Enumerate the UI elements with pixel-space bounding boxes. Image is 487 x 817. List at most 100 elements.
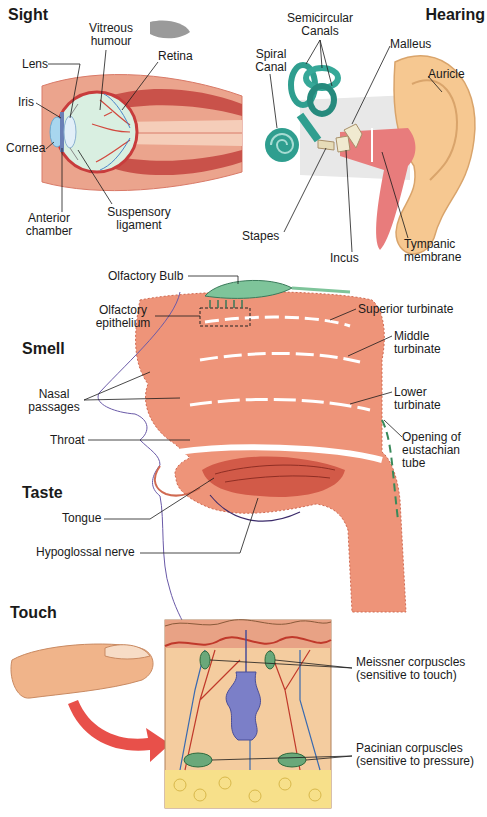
part-label: Olfactory epithelium [88, 304, 158, 330]
eye-illustration-part [64, 116, 76, 148]
leader-lines-part [100, 50, 106, 110]
ear-illustration-part [340, 128, 416, 250]
eye-illustration-part [70, 148, 78, 160]
head-illustration-part [190, 399, 370, 410]
leader-lines-part [330, 309, 356, 320]
leader-lines-part [155, 316, 200, 317]
part-label: Tympanic membrane [404, 238, 476, 264]
skin-section-part [309, 789, 321, 801]
ear-illustration-part [412, 80, 457, 180]
part-label: Pacinian corpuscles (sensitive to pressu… [356, 742, 484, 768]
skin-section-part [165, 620, 331, 648]
leader-lines-part [384, 420, 402, 437]
section-heading: Sight [8, 6, 78, 24]
leader-lines-part [306, 40, 332, 86]
eye-illustration-part [57, 92, 137, 172]
part-label: Throat [50, 434, 100, 447]
section-heading: Taste [22, 484, 92, 502]
part-label: Anterior chamber [18, 212, 80, 238]
section-heading: Touch [10, 604, 80, 622]
leader-lines-part [284, 148, 326, 232]
skin-section-part [278, 753, 306, 767]
finger-illustration-part [11, 644, 153, 698]
head-illustration-part [98, 292, 206, 660]
part-label: Auricle [428, 68, 483, 81]
part-label: Iris [18, 96, 48, 109]
leader-lines-part [210, 660, 352, 668]
skin-section-part [245, 630, 247, 672]
ear-illustration-part [300, 115, 318, 140]
leader-lines-part [48, 64, 80, 118]
finger-illustration [11, 644, 170, 762]
skin-section-part [279, 778, 291, 790]
skin-section-part [165, 620, 331, 626]
skin-section-part [165, 770, 331, 808]
ear-illustration [265, 56, 475, 254]
part-label: Suspensory ligament [100, 206, 178, 232]
skin-section-part [165, 637, 331, 646]
leader-lines-part [140, 498, 258, 553]
eye-illustration-part [42, 75, 242, 191]
leader-lines-part [36, 103, 61, 118]
head-illustration-part [136, 292, 406, 612]
skin-section-part [165, 620, 331, 808]
leader-lines-part [350, 392, 392, 404]
leader-lines-part [348, 336, 392, 356]
head-illustration-part [225, 476, 330, 482]
skin-section-part [174, 779, 186, 791]
leader-lines-part [346, 150, 352, 252]
ear-illustration-part [336, 136, 350, 152]
finger-illustration-part [68, 700, 170, 762]
eye-illustration [42, 20, 242, 190]
skin-section-part [194, 789, 206, 801]
ear-illustration-part [371, 128, 373, 162]
part-label: Opening of eustachian tube [402, 431, 486, 470]
skin-section-part [185, 650, 310, 770]
part-label: Nasal passages [22, 388, 86, 414]
leader-lines-part [212, 756, 352, 760]
eye-illustration-part [130, 133, 242, 134]
leader-lines-part [46, 142, 54, 149]
leader-lines-part [84, 372, 180, 400]
eye-illustration-part [150, 20, 190, 38]
part-label: Semicircular Canals [280, 12, 360, 38]
part-label: Cornea [6, 142, 56, 155]
part-label: Olfactory Bulb [108, 270, 198, 283]
head-illustration-part [205, 280, 292, 298]
finger-illustration-part [105, 645, 150, 659]
ear-illustration-part [271, 134, 293, 153]
head-illustration-part [210, 300, 242, 308]
skin-section-part [184, 753, 212, 767]
ear-illustration-part [265, 128, 299, 162]
skin-section-part [265, 651, 275, 669]
section-heading: Hearing [410, 6, 485, 24]
skin-section-part [226, 672, 260, 740]
part-label: Lens [22, 58, 62, 71]
eye-illustration-part [92, 100, 130, 162]
head-illustration-part [200, 353, 360, 362]
leader-lines-part [62, 148, 63, 212]
part-label: Spiral Canal [246, 48, 296, 74]
skin-section [165, 620, 331, 808]
skin-section-part [200, 651, 210, 669]
leader-lines-part [122, 62, 158, 110]
part-label: Tongue [62, 512, 112, 525]
leader-lines-part [352, 46, 390, 124]
part-label: Lower turbinate [394, 386, 456, 412]
leader-lines-part [88, 440, 190, 441]
part-label: Retina [158, 50, 218, 63]
leader-lines-part [104, 478, 214, 519]
leader-lines-part [78, 150, 112, 204]
part-label: Malleus [390, 38, 450, 51]
section-heading: Smell [22, 340, 92, 358]
part-label: Vitreous humour [80, 22, 142, 48]
part-label: Incus [330, 252, 380, 265]
head-illustration [98, 280, 406, 660]
head-illustration-part [382, 420, 398, 520]
head-illustration-part [215, 465, 335, 474]
head-illustration-part [292, 288, 350, 292]
skin-section-part [180, 650, 320, 770]
leader-lines-part [382, 152, 408, 238]
part-label: Hypoglossal nerve [36, 546, 146, 559]
